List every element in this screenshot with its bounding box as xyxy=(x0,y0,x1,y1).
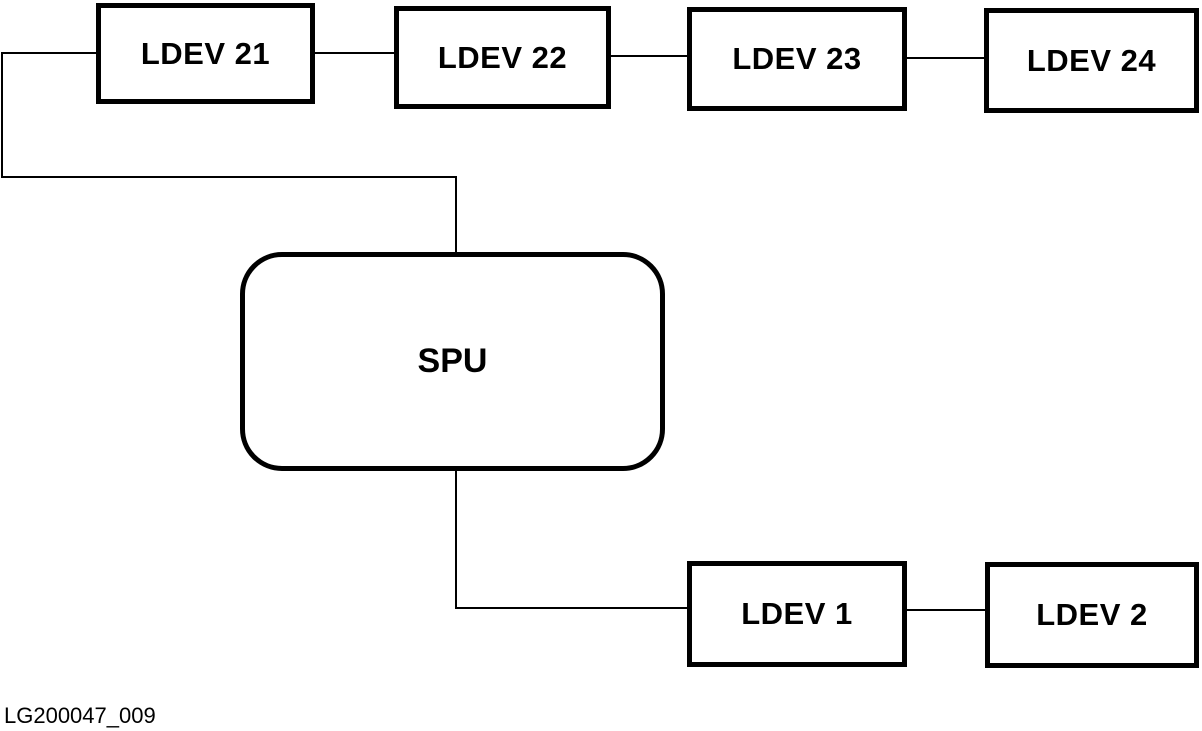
ldev-22-label: LDEV 22 xyxy=(437,39,568,75)
connector-spu-to-ldev21 xyxy=(1,52,457,252)
spu-label: SPU xyxy=(417,342,488,380)
ldev-24-label: LDEV 24 xyxy=(1026,42,1157,78)
figure-caption: LG200047_009 xyxy=(4,703,156,728)
ldev-23-label: LDEV 23 xyxy=(732,41,862,76)
ldev-21-box: LDEV 21 xyxy=(96,3,315,104)
ldev-23-box: LDEV 23 xyxy=(687,7,907,111)
ldev-1-box: LDEV 1 xyxy=(687,561,907,667)
ldev-22-box: LDEV 22 xyxy=(394,6,611,109)
ldev-1-label: LDEV 1 xyxy=(741,596,853,631)
ldev-21-label: LDEV 21 xyxy=(140,35,271,71)
ldev-2-label: LDEV 2 xyxy=(1036,597,1148,632)
connector-spu-to-ldev1 xyxy=(455,470,689,609)
spu-box: SPU xyxy=(240,252,665,471)
ldev-2-box: LDEV 2 xyxy=(985,562,1199,668)
ldev-24-box: LDEV 24 xyxy=(984,8,1199,113)
